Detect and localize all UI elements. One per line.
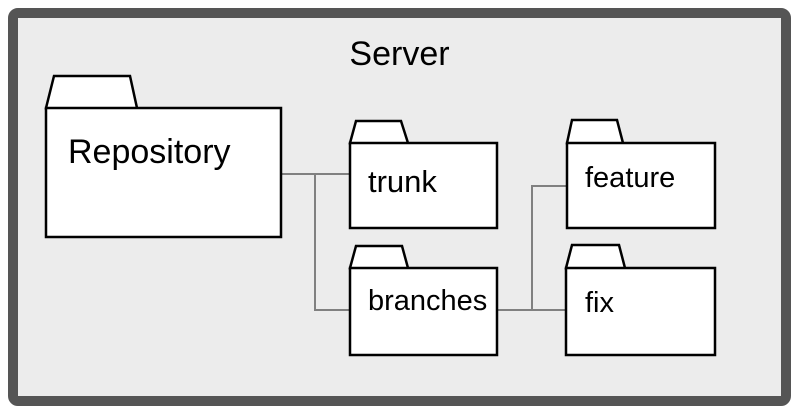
fix-label: fix [585,287,615,319]
trunk-folder-icon [348,119,499,230]
server-title: Server [349,35,450,73]
feature-label: feature [585,162,675,194]
node-fix: fix [564,243,717,357]
fix-folder-icon [564,243,717,357]
node-trunk: trunk [348,119,499,230]
node-feature: feature [565,118,717,230]
connectors [281,173,567,311]
node-branches: branches [348,244,499,357]
feature-folder-icon [565,118,717,230]
trunk-label: trunk [368,164,437,199]
branches-folder-icon [348,244,499,357]
repository-folder-icon [44,74,283,239]
branches-label: branches [368,285,487,317]
edge-branches-feature [531,185,567,310]
node-repository: Repository [44,74,283,239]
edge-repository-branches [314,174,350,311]
repository-label: Repository [68,133,231,171]
